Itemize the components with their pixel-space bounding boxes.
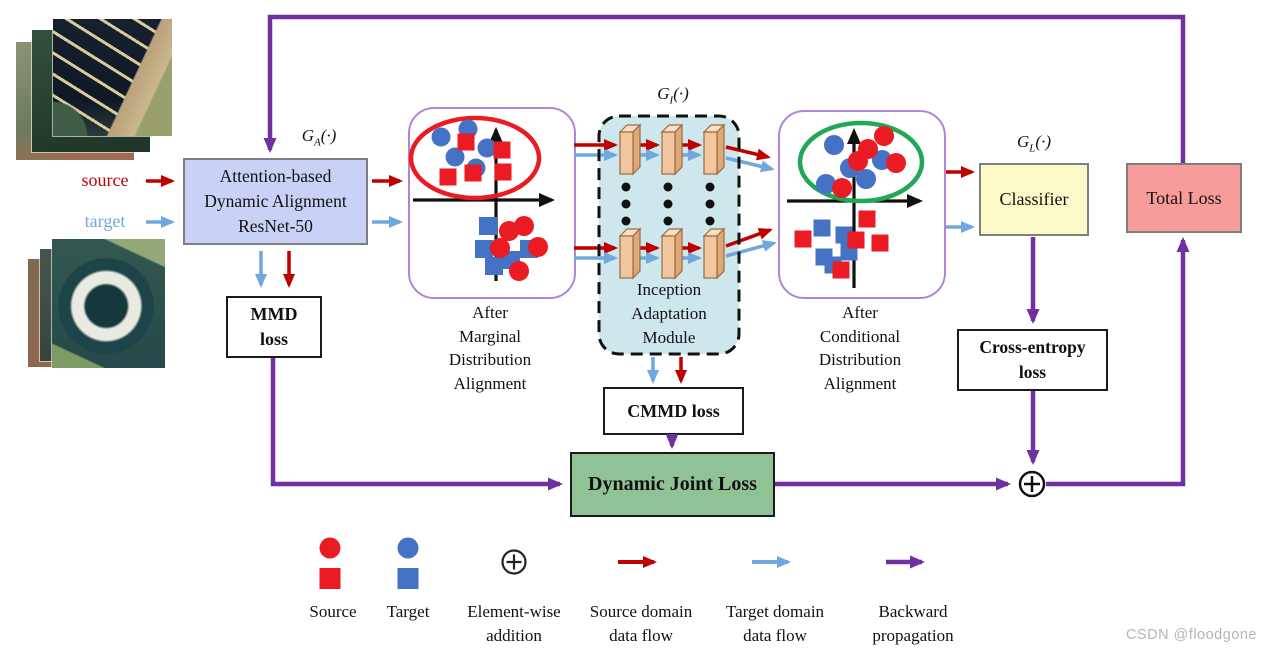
legend-addition-label: Element-wise addition xyxy=(467,602,561,645)
inception-adaptation-module: Inception Adaptation Module xyxy=(599,116,739,354)
marginal-caption: After Marginal Distribution Alignment xyxy=(448,303,532,393)
cmmd-loss-box: CMMD loss xyxy=(603,387,744,435)
inception-module-label: Inception Adaptation Module xyxy=(631,280,707,347)
resnet-box: Attention-based Dynamic Alignment ResNet… xyxy=(183,158,368,245)
watermark: CSDN @floodgone xyxy=(1125,627,1257,643)
gi-function-label: GI(·) xyxy=(657,84,689,107)
legend-target-label: Target xyxy=(386,602,430,621)
target-label: target xyxy=(84,211,126,231)
legend-source-label: Source xyxy=(309,602,357,621)
legend-source-icons xyxy=(319,537,341,589)
legend-addition-icon xyxy=(501,549,527,575)
source-label: source xyxy=(81,170,129,190)
cross-entropy-loss-box: Cross-entropy loss xyxy=(957,329,1108,391)
legend-target-icons xyxy=(397,537,419,589)
mmd-loss-box: MMD loss xyxy=(226,296,322,358)
conditional-alignment-panel xyxy=(778,110,946,299)
ga-function-label: GA(·) xyxy=(301,126,337,149)
total-loss-box: Total Loss xyxy=(1126,163,1242,233)
dynamic-joint-loss-box: Dynamic Joint Loss xyxy=(570,452,775,517)
marginal-alignment-panel xyxy=(408,107,576,299)
gl-function-label: GL(·) xyxy=(1017,132,1051,155)
legend-backward-label: Backward propagation xyxy=(872,602,954,645)
legend-source-flow-label: Source domain data flow xyxy=(589,602,693,645)
source-image-front xyxy=(53,19,172,136)
classifier-box: Classifier xyxy=(979,163,1089,236)
target-image-front xyxy=(52,239,165,368)
legend-target-flow-label: Target domain data flow xyxy=(725,602,825,645)
conditional-caption: After Conditional Distribution Alignment xyxy=(818,303,902,393)
element-wise-addition-icon xyxy=(1018,470,1046,498)
